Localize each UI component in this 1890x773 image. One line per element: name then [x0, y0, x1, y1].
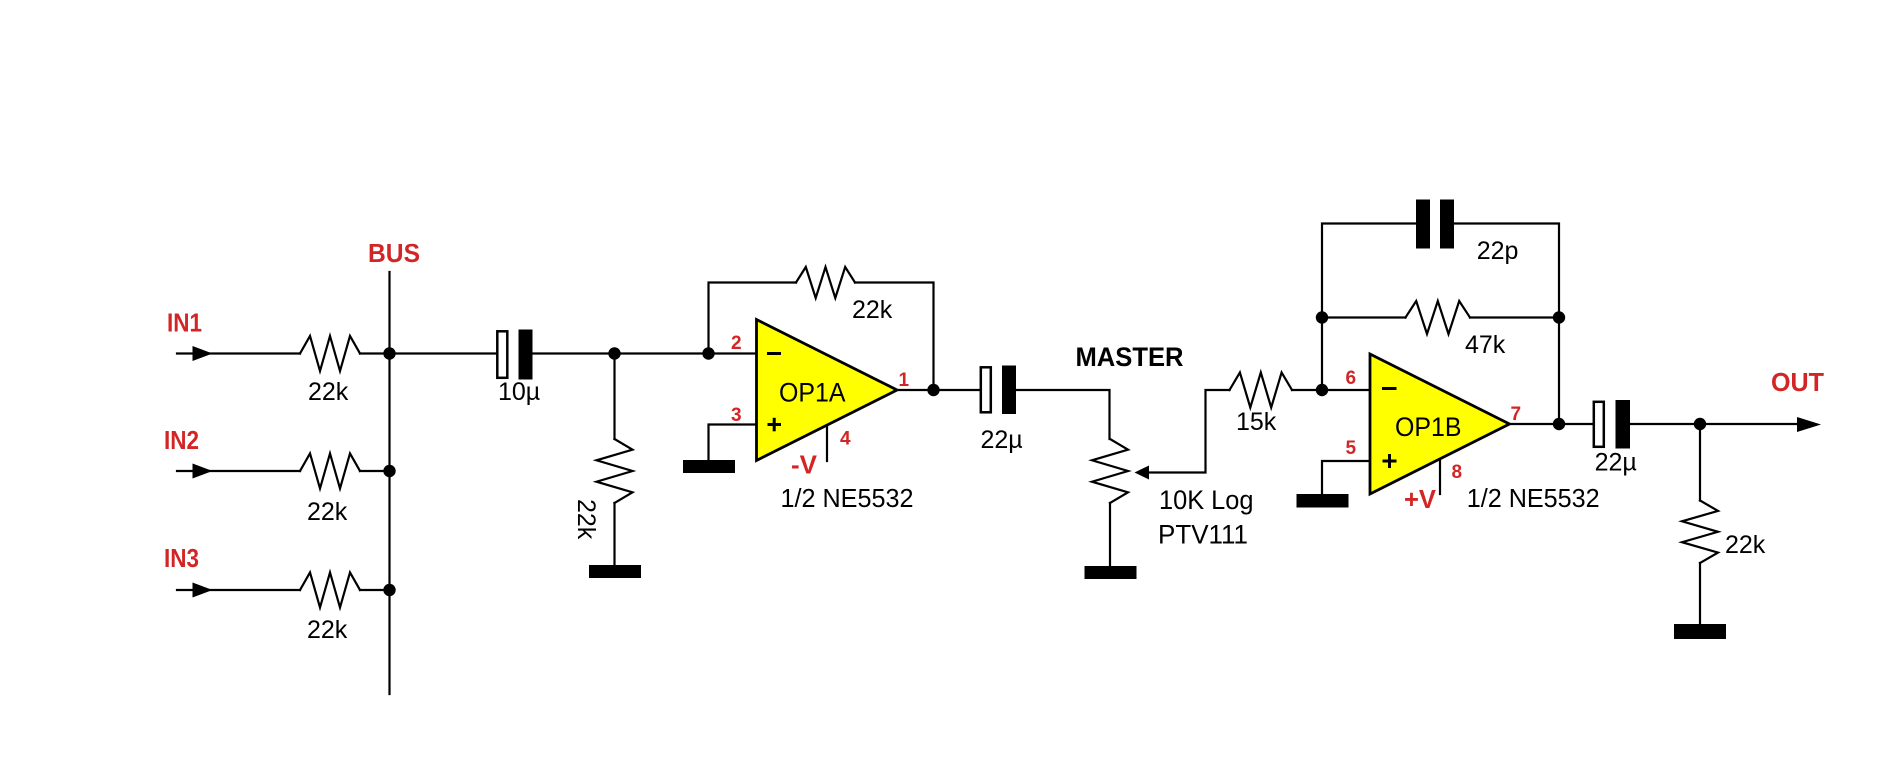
svg-text:1/2 NE5532: 1/2 NE5532: [781, 483, 914, 513]
svg-text:7: 7: [1511, 404, 1522, 425]
svg-text:OP1B: OP1B: [1395, 412, 1462, 442]
svg-text:IN3: IN3: [164, 545, 199, 573]
svg-text:MASTER: MASTER: [1076, 342, 1184, 372]
svg-text:22p: 22p: [1477, 237, 1519, 265]
svg-text:22k: 22k: [572, 499, 600, 540]
svg-text:OP1A: OP1A: [779, 378, 846, 408]
svg-text:22k: 22k: [307, 616, 348, 644]
svg-text:PTV111: PTV111: [1158, 520, 1248, 550]
svg-text:47k: 47k: [1465, 331, 1506, 359]
svg-text:IN2: IN2: [164, 427, 199, 455]
svg-text:22k: 22k: [307, 498, 348, 526]
svg-text:1/2 NE5532: 1/2 NE5532: [1467, 483, 1600, 513]
svg-text:+V: +V: [1404, 486, 1436, 514]
svg-text:1: 1: [899, 370, 910, 391]
svg-text:22k: 22k: [308, 378, 349, 406]
svg-text:10µ: 10µ: [498, 378, 540, 406]
svg-text:6: 6: [1346, 368, 1357, 389]
svg-text:22k: 22k: [852, 296, 893, 324]
svg-text:IN1: IN1: [167, 310, 202, 338]
svg-text:OUT: OUT: [1771, 369, 1824, 397]
svg-text:22µ: 22µ: [1595, 449, 1637, 477]
svg-text:15k: 15k: [1236, 408, 1277, 436]
svg-text:-V: -V: [791, 452, 817, 480]
svg-text:22µ: 22µ: [981, 426, 1023, 454]
svg-text:4: 4: [840, 429, 851, 450]
svg-text:2: 2: [731, 333, 742, 354]
svg-text:10K Log: 10K Log: [1159, 485, 1254, 515]
svg-text:22k: 22k: [1725, 531, 1766, 559]
svg-text:3: 3: [731, 405, 742, 426]
svg-text:5: 5: [1346, 438, 1357, 459]
svg-text:8: 8: [1452, 462, 1463, 483]
svg-text:BUS: BUS: [368, 240, 420, 268]
